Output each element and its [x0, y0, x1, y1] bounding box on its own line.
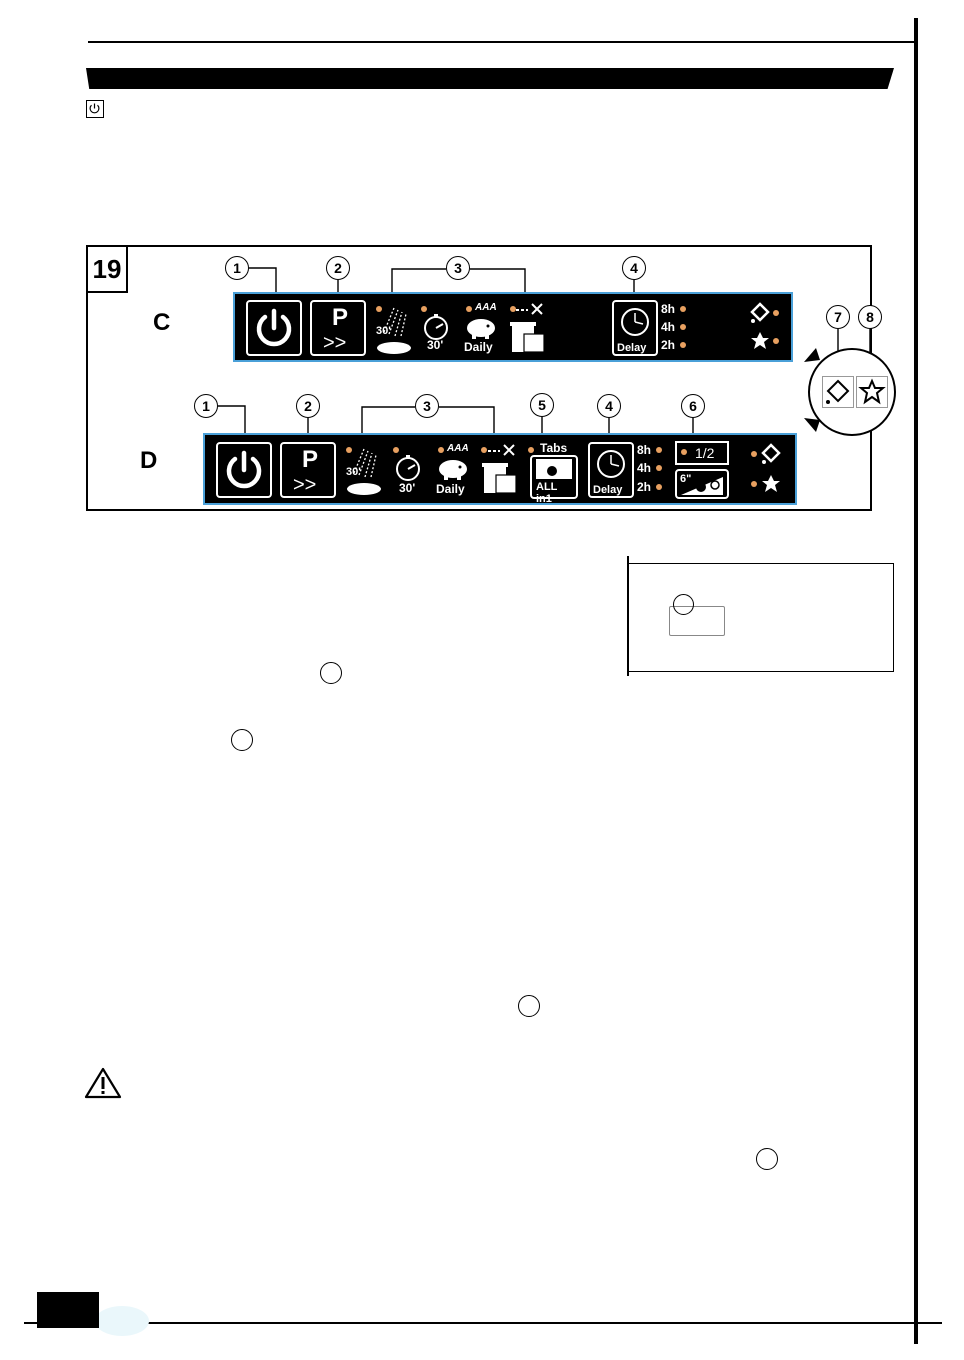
callout-d-5: 5	[530, 393, 554, 417]
rinse-aid-icon	[749, 330, 771, 352]
right-rule	[914, 18, 918, 1344]
zoom-arrows	[804, 348, 820, 432]
inline-callout-circle	[320, 662, 342, 684]
callout-c-2: 2	[326, 256, 350, 280]
half-load-icon	[681, 477, 723, 495]
power-button[interactable]	[216, 442, 272, 498]
bottom-rule	[24, 1322, 942, 1324]
prewash-icon	[344, 443, 384, 497]
page-number-tab	[37, 1292, 99, 1328]
callout-d-2: 2	[296, 394, 320, 418]
quick-wash-icon	[421, 312, 451, 342]
callout-d-4: 4	[597, 394, 621, 418]
delay-button[interactable]: Delay	[588, 442, 634, 498]
power-icon	[86, 100, 104, 118]
eco-icon	[463, 314, 499, 340]
page-number-blob	[95, 1306, 149, 1336]
callout-d-1: 1	[194, 394, 218, 418]
tabs-button[interactable]: ALL in1	[530, 455, 578, 505]
inline-callout-circle	[231, 729, 253, 751]
delay-2h: 2h	[661, 338, 676, 352]
control-panel-d: P >> 30' 30' AAA Daily	[203, 433, 797, 505]
half-load-box: 1/2	[675, 441, 729, 465]
side-box-tick	[627, 556, 629, 676]
delay-2h: 2h	[637, 480, 652, 494]
side-callout-circle	[673, 594, 694, 615]
eco-icon	[435, 455, 471, 481]
callout-c-8: 8	[858, 305, 882, 329]
power-button[interactable]	[246, 300, 302, 356]
power-icon	[256, 308, 292, 347]
indicator-zoom-circle	[808, 348, 896, 436]
side-panel-sketch	[669, 606, 725, 636]
power-icon	[226, 450, 262, 489]
program-button[interactable]: P >>	[310, 300, 366, 356]
pots-icon	[478, 441, 522, 497]
row-label-c: C	[153, 309, 171, 336]
row-label-d: D	[140, 447, 158, 474]
rinse-aid-icon	[760, 473, 782, 495]
half-load-button[interactable]: 6"	[675, 469, 729, 499]
delay-4h: 4h	[661, 320, 676, 334]
salt-indicator-icon	[822, 376, 854, 408]
figure-number: 19	[86, 245, 128, 293]
quick-wash-icon	[393, 453, 423, 483]
callout-d-6: 6	[681, 394, 705, 418]
callout-c-4: 4	[622, 256, 646, 280]
program-button[interactable]: P >>	[280, 442, 336, 498]
delay-4h: 4h	[637, 461, 652, 475]
callout-c-7: 7	[826, 305, 850, 329]
salt-icon	[749, 302, 771, 324]
top-rule	[88, 41, 916, 43]
pots-icon	[506, 300, 550, 356]
warning-icon	[83, 1066, 123, 1100]
salt-icon	[760, 443, 782, 465]
side-illustration-box	[628, 563, 894, 672]
section-header-bar	[86, 68, 894, 89]
callout-c-3: 3	[446, 256, 470, 280]
callout-c-1: 1	[225, 256, 249, 280]
tablet-icon	[536, 459, 572, 479]
delay-8h: 8h	[637, 443, 652, 457]
delay-button[interactable]: Delay	[612, 300, 658, 356]
inline-callout-circle	[518, 995, 540, 1017]
prewash-icon	[374, 302, 414, 356]
rinse-aid-indicator-icon	[856, 376, 888, 408]
callout-d-3: 3	[415, 394, 439, 418]
delay-8h: 8h	[661, 302, 676, 316]
control-panel-c: P >> 30' 30' AAA Daily	[233, 292, 793, 362]
clock-icon	[597, 450, 625, 478]
inline-callout-circle	[756, 1148, 778, 1170]
clock-icon	[621, 308, 649, 336]
